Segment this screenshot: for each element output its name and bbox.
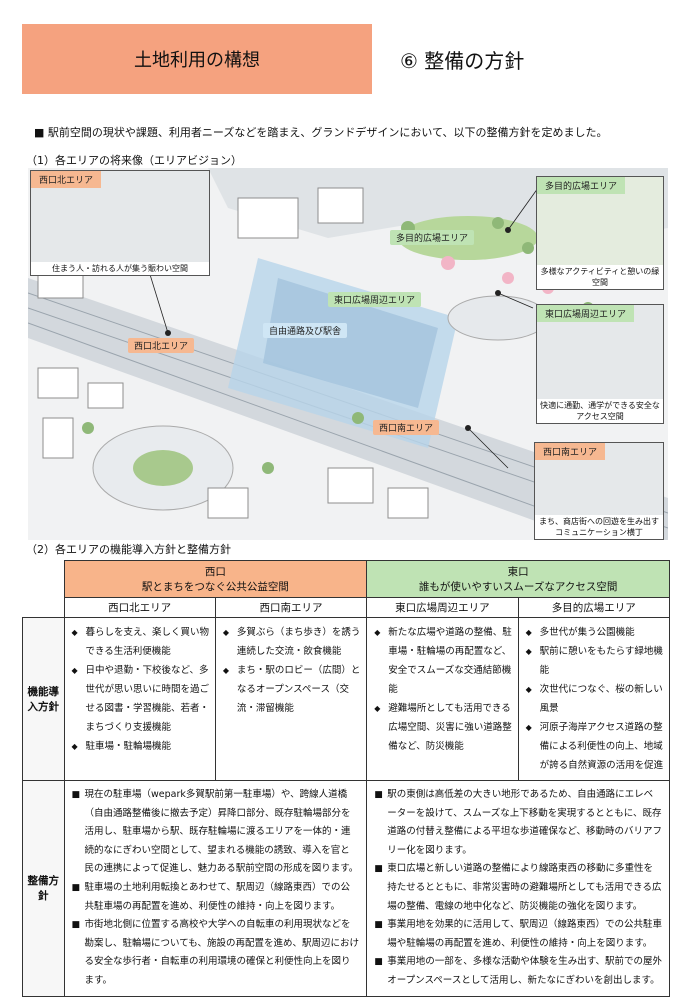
area-vision-illustration: 多目的広場エリア 東口広場周辺エリア 自由通路及び駅舎 西口北エリア 西口南エリ… bbox=[28, 168, 668, 540]
col-west-north: 西口北エリア bbox=[63, 597, 216, 618]
list-item: 市街地北側に位置する高校や大学への自転車の利用現状などを勘案し、駐輪場についても… bbox=[72, 916, 360, 990]
vision-heading: （1）各エリアの将来像（エリアビジョン） bbox=[26, 154, 242, 167]
photo-multi-purpose: 多目的広場エリア 多様なアクティビティと憩いの緑空間 bbox=[536, 176, 664, 290]
list-item: 東口広場と新しい道路の整備により線路東西の移動に多重性を持たせるとともに、非常災… bbox=[374, 860, 662, 916]
label-west-south-area: 西口南エリア bbox=[373, 420, 440, 435]
col-east-plaza: 東口広場周辺エリア bbox=[366, 597, 519, 618]
function-west-north: 暮らしを支え、楽しく買い物できる生活利便機能 日中や退勤・下校後など、多世代が思… bbox=[63, 617, 216, 781]
table-corner bbox=[22, 560, 65, 618]
page-title: 土地利用の構想 bbox=[134, 50, 260, 71]
west-name: 西口 bbox=[204, 566, 226, 578]
label-west-north-area: 西口北エリア bbox=[128, 338, 195, 353]
list-item: 現在の駐車場（wepark多賀駅前第一駐車場）や、跨線人道橋（自由通路整備後に撤… bbox=[72, 786, 360, 879]
list-item: 駐車場・駐輪場機能 bbox=[72, 737, 210, 756]
policy-heading: （2）各エリアの機能導入方針と整備方針 bbox=[26, 543, 231, 556]
photo-tag-multi-purpose: 多目的広場エリア bbox=[537, 177, 626, 194]
list-item: 駅前に憩いをもたらす緑地機能 bbox=[526, 642, 664, 680]
label-free-passage: 自由通路及び駅舎 bbox=[263, 323, 348, 338]
row-label-function: 機能導入方針 bbox=[22, 617, 65, 781]
photo-tag-west-north: 西口北エリア bbox=[31, 171, 102, 188]
photo-tag-west-south: 西口南エリア bbox=[535, 443, 606, 460]
list-item: 多賀ぶら（まち歩き）を誘う連続した交流・飲食機能 bbox=[223, 623, 361, 661]
policy-table: 西口 駅とまちをつなぐ公共公益空間 東口 誰もが使いやすいスムーズなアクセス空間… bbox=[22, 560, 671, 997]
row-label-policy: 整備方針 bbox=[22, 780, 65, 997]
list-item: 多世代が集う公園機能 bbox=[526, 623, 664, 642]
list-item: 暮らしを支え、楽しく買い物できる生活利便機能 bbox=[72, 623, 210, 661]
function-multi-purpose: 多世代が集う公園機能 駅前に憩いをもたらす緑地機能 次世代につなぐ、桜の新しい風… bbox=[517, 617, 671, 781]
list-item: 事業用地の一部を、多様な活動や体験を生み出す、駅前での屋外オープンスペースとして… bbox=[374, 953, 662, 990]
section-title: ⑥ 整備の方針 bbox=[400, 49, 525, 73]
photo-caption-west-north: 住まう人・訪れる人が集う賑わい空間 bbox=[31, 262, 209, 275]
east-theme: 誰もが使いやすいスムーズなアクセス空間 bbox=[418, 581, 618, 593]
list-item: 避難場所としても活用できる広場空間、災害に強い道路整備など、防災機能 bbox=[374, 699, 512, 756]
list-item: 日中や退勤・下校後など、多世代が思い思いに時間を過ごせる図書・学習機能、若者・ま… bbox=[72, 661, 210, 737]
east-policy-cell: 駅の東側は高低差の大きい地形であるため、自由通路にエレベーターを設けて、スムーズ… bbox=[366, 780, 670, 997]
photo-caption-east-plaza: 快適に通勤、通学ができる安全なアクセス空間 bbox=[537, 399, 663, 423]
list-item: 次世代につなぐ、桜の新しい風景 bbox=[526, 680, 664, 718]
west-policy-cell: 現在の駐車場（wepark多賀駅前第一駐車場）や、跨線人道橋（自由通路整備後に撤… bbox=[63, 780, 368, 997]
photo-west-south: 西口南エリア まち、商店街への回遊を生み出すコミュニケーション横丁 bbox=[534, 442, 664, 540]
list-item: 河原子海岸アクセス道路の整備による利便性の向上、地域が誇る自然資源の活用を促進 bbox=[526, 718, 664, 775]
label-east-plaza-area: 東口広場周辺エリア bbox=[328, 292, 422, 307]
list-item: 新たな広場や道路の整備、駐車場・駐輪場の再配置など、安全でスムーズな交通結節機能 bbox=[374, 623, 512, 699]
list-item: 駐車場の土地利用転換とあわせて、駅周辺（線路東西）での公共駐車場の再配置を進め、… bbox=[72, 879, 360, 916]
west-header: 西口 駅とまちをつなぐ公共公益空間 bbox=[63, 560, 368, 598]
function-east-plaza: 新たな広場や道路の整備、駐車場・駐輪場の再配置など、安全でスムーズな交通結節機能… bbox=[366, 617, 519, 781]
col-west-south: 西口南エリア bbox=[214, 597, 368, 618]
photo-tag-east-plaza: 東口広場周辺エリア bbox=[537, 305, 635, 322]
label-multi-purpose-area: 多目的広場エリア bbox=[390, 230, 475, 245]
list-item: まち・駅のロビー（広間）となるオープンスペース（交流・滞留機能 bbox=[223, 661, 361, 718]
page-title-box: 土地利用の構想 bbox=[22, 24, 372, 94]
east-name: 東口 bbox=[507, 566, 529, 578]
west-theme: 駅とまちをつなぐ公共公益空間 bbox=[141, 581, 289, 593]
col-multi-purpose: 多目的広場エリア bbox=[517, 597, 671, 618]
list-item: 事業用地を効果的に活用して、駅周辺（線路東西）での公共駐車場や駐輪場の再配置を進… bbox=[374, 916, 662, 953]
east-header: 東口 誰もが使いやすいスムーズなアクセス空間 bbox=[366, 560, 670, 598]
photo-caption-west-south: まち、商店街への回遊を生み出すコミュニケーション横丁 bbox=[535, 515, 663, 539]
photo-east-plaza: 東口広場周辺エリア 快適に通勤、通学ができる安全なアクセス空間 bbox=[536, 304, 664, 424]
photo-caption-multi-purpose: 多様なアクティビティと憩いの緑空間 bbox=[537, 265, 663, 289]
list-item: 駅の東側は高低差の大きい地形であるため、自由通路にエレベーターを設けて、スムーズ… bbox=[374, 786, 662, 860]
function-west-south: 多賀ぶら（まち歩き）を誘う連続した交流・飲食機能 まち・駅のロビー（広間）となる… bbox=[214, 617, 368, 781]
photo-west-north: 西口北エリア 住まう人・訪れる人が集う賑わい空間 bbox=[30, 170, 210, 276]
lead-text: ■ 駅前空間の現状や課題、利用者ニーズなどを踏まえ、グランドデザインにおいて、以… bbox=[34, 126, 608, 139]
